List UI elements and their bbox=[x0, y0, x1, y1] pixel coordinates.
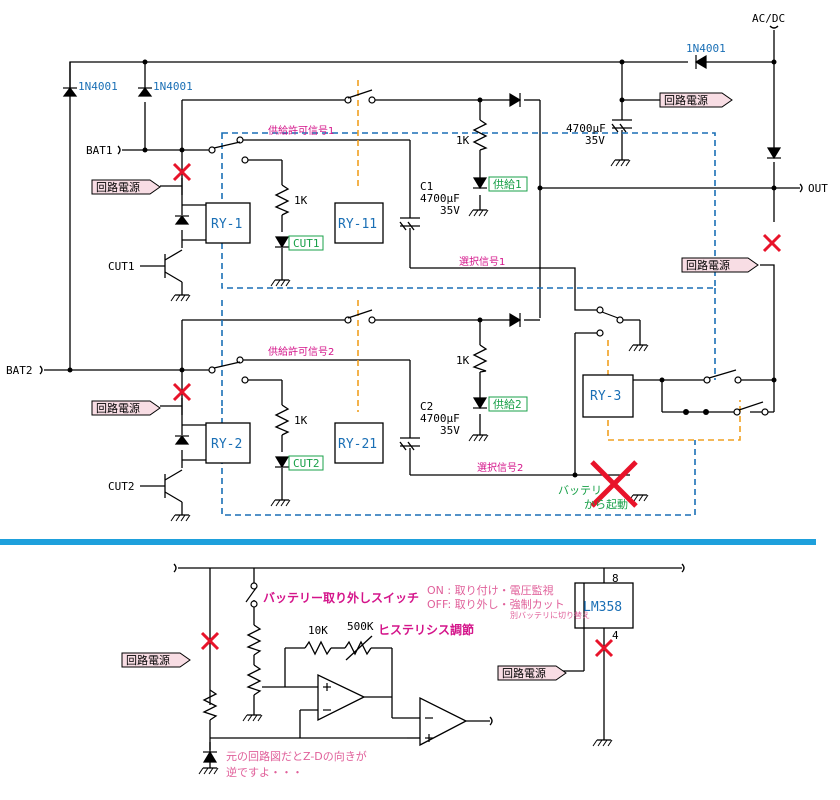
ic-lm358: LM358 bbox=[583, 600, 622, 615]
c2-value: 4700μF bbox=[420, 412, 460, 425]
bottom-power-tags bbox=[121, 652, 567, 681]
zener-note-2: 逆ですよ・・・ bbox=[226, 765, 303, 779]
power-tag-4: 回路電源 bbox=[686, 258, 730, 272]
bat2-label: BAT2 bbox=[6, 364, 33, 377]
bottom-power-tag-1: 回路電源 bbox=[126, 653, 170, 667]
select-signal-1: 選択信号1 bbox=[459, 255, 505, 268]
led-tags bbox=[288, 176, 528, 471]
res-1k-2: 1K bbox=[456, 354, 470, 367]
relay-boxes bbox=[205, 202, 634, 629]
out-label: OUT bbox=[808, 182, 828, 195]
cap-main-voltage: 35V bbox=[585, 134, 605, 147]
relay-ry11: RY-11 bbox=[338, 217, 377, 232]
pin-8-label: 8 bbox=[612, 572, 619, 585]
power-tag-1: 回路電源 bbox=[96, 180, 140, 194]
off-subnote: 別バッテリに切り替え bbox=[510, 610, 590, 620]
zener-note-1: 元の回路図だとZ-Dの向きが bbox=[226, 749, 367, 763]
diode-main-label: 1N4001 bbox=[686, 42, 726, 55]
bottom-power-tag-2: 回路電源 bbox=[502, 666, 546, 680]
power-tag-2: 回路電源 bbox=[96, 401, 140, 415]
boot-label-2: から起動 bbox=[584, 497, 628, 511]
diode-bat1-label: 1N4001 bbox=[153, 80, 193, 93]
bottom-switch bbox=[245, 582, 258, 608]
cut2-led: CUT2 bbox=[293, 457, 320, 470]
hysteresis-label: ヒステリシス調節 bbox=[378, 622, 474, 637]
relay-ry3: RY-3 bbox=[590, 389, 621, 404]
bottom-wiring bbox=[173, 563, 685, 768]
terminals bbox=[39, 25, 803, 375]
diodes bbox=[62, 54, 782, 469]
c1-value: 4700μF bbox=[420, 192, 460, 205]
supply1-led: 供給1 bbox=[493, 177, 522, 191]
c2-voltage: 35V bbox=[440, 424, 460, 437]
c1-voltage: 35V bbox=[440, 204, 460, 217]
c1-label: C1 bbox=[420, 180, 433, 193]
relay-ry1: RY-1 bbox=[211, 217, 242, 232]
battery-switch-label: バッテリー取り外しスイッチ bbox=[263, 590, 419, 605]
res-1k-4: 1K bbox=[294, 414, 308, 427]
pin-4-label: 4 bbox=[612, 629, 619, 642]
on-description: ON : 取り付け・電圧監視 bbox=[427, 583, 554, 597]
diode-bat2-label: 1N4001 bbox=[78, 80, 118, 93]
ac-dc-label: AC/DC bbox=[752, 12, 785, 25]
supply2-led: 供給2 bbox=[493, 397, 522, 411]
res-500k-label: 500K bbox=[347, 620, 374, 633]
transistors bbox=[140, 249, 183, 515]
power-tags bbox=[91, 92, 759, 416]
off-description: OFF: 取り外し・強制カット bbox=[427, 598, 565, 611]
switch-contacts bbox=[208, 89, 769, 416]
enable-signal-1: 供給許可信号1 bbox=[268, 124, 334, 137]
res-1k-3: 1K bbox=[294, 194, 308, 207]
select-signal-2: 選択信号2 bbox=[477, 461, 523, 474]
resistors bbox=[274, 119, 488, 436]
res-10k-label: 10K bbox=[308, 624, 328, 637]
c2-label: C2 bbox=[420, 400, 433, 413]
capacitors bbox=[399, 119, 632, 451]
large-x-mark bbox=[590, 460, 638, 508]
zener-diode bbox=[202, 750, 218, 763]
relay-ry21: RY-21 bbox=[338, 437, 377, 452]
res-1k-1: 1K bbox=[456, 134, 470, 147]
junctions bbox=[67, 59, 777, 478]
cut1-led: CUT1 bbox=[293, 237, 320, 250]
opamp-signs bbox=[323, 683, 433, 742]
power-tag-3: 回路電源 bbox=[664, 93, 708, 107]
cap-main-value: 4700μF bbox=[566, 122, 606, 135]
x-marks bbox=[172, 162, 782, 402]
section-divider bbox=[0, 539, 816, 545]
boot-label-1: バッテリ bbox=[558, 484, 602, 497]
cut2-label: CUT2 bbox=[108, 480, 135, 493]
cut1-label: CUT1 bbox=[108, 260, 135, 273]
enable-signal-2: 供給許可信号2 bbox=[268, 345, 334, 358]
bat1-label: BAT1 bbox=[86, 144, 113, 157]
relay-ry2: RY-2 bbox=[211, 437, 242, 452]
